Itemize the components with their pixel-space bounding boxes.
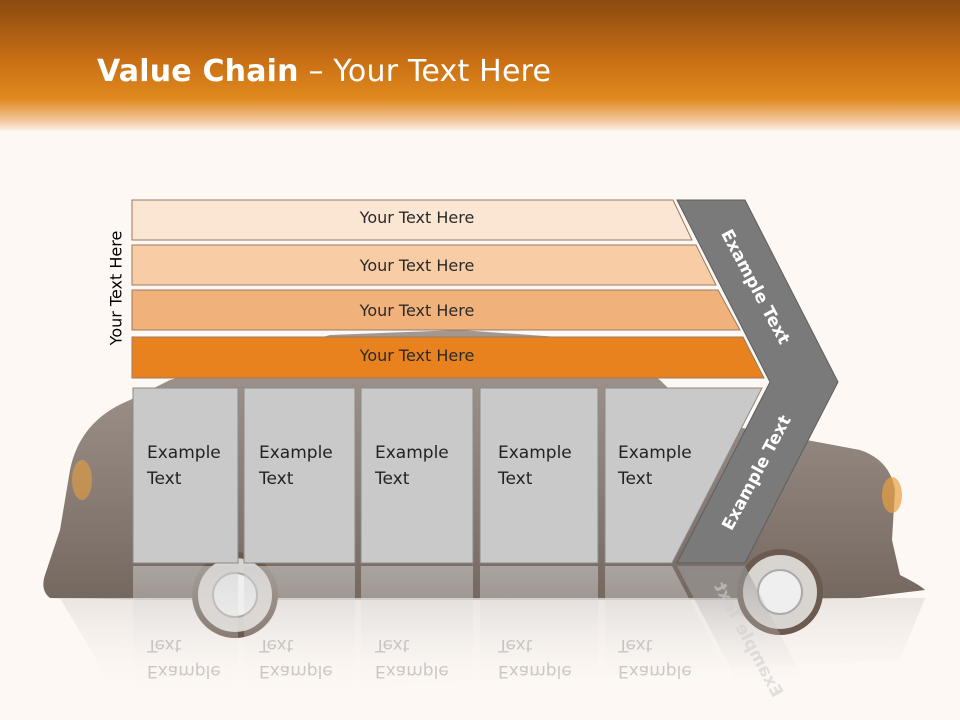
- box-5-reflection: [605, 566, 740, 696]
- box-5-refl-line1: Example: [618, 661, 692, 681]
- box-3-refl-line1: Example: [375, 661, 449, 681]
- box-3-refl-line2: Text: [375, 635, 410, 655]
- band-1: [131, 199, 693, 241]
- box-5-line2: Text: [618, 469, 653, 489]
- box-1-reflection: [133, 566, 238, 696]
- page-title: Value Chain – Your Text Here: [97, 54, 551, 89]
- box-2-line2: Text: [259, 469, 294, 489]
- band-1-text: Your Text Here: [359, 208, 475, 227]
- box-1-refl-line1: Example: [147, 661, 221, 681]
- box-2-reflection: [244, 566, 355, 696]
- title-rest: – Your Text Here: [298, 54, 552, 89]
- box-2-line1: Example: [259, 443, 333, 463]
- box-3-line2: Text: [375, 469, 410, 489]
- box-2-text-reflection: Example Text: [259, 632, 333, 684]
- box-1-refl-line2: Text: [147, 635, 182, 655]
- box-3-reflection: [361, 566, 473, 696]
- band-2: [131, 244, 717, 286]
- box-4-line2: Text: [498, 469, 533, 489]
- box-5-refl-line2: Text: [618, 635, 653, 655]
- box-4-refl-line2: Text: [498, 635, 533, 655]
- header-banner: [0, 0, 960, 132]
- box-2-refl-line1: Example: [259, 661, 333, 681]
- chevron-reflection: [677, 566, 812, 696]
- box-3: [360, 387, 474, 564]
- box-1-line2: Text: [147, 469, 182, 489]
- box-5-text-reflection: Example Text: [618, 632, 692, 684]
- band-3: [131, 289, 741, 331]
- box-4-refl-line1: Example: [498, 661, 572, 681]
- title-bold: Value Chain: [97, 54, 299, 89]
- box-5: [604, 387, 763, 564]
- box-3-line1: Example: [375, 443, 449, 463]
- box-1-line1: Example: [147, 443, 221, 463]
- box-2-refl-line2: Text: [259, 635, 294, 655]
- box-2: [243, 387, 356, 564]
- band-4-text: Your Text Here: [359, 346, 475, 365]
- chevron-arrow: [676, 199, 839, 564]
- box-4-line1: Example: [498, 443, 572, 463]
- box-1: [132, 387, 239, 564]
- band-2-text: Your Text Here: [359, 256, 475, 275]
- box-4-text-reflection: Example Text: [498, 632, 572, 684]
- band-3-text: Your Text Here: [359, 301, 475, 320]
- box-1-text-reflection: Example Text: [147, 632, 221, 684]
- box-4: [479, 387, 599, 564]
- box-4-reflection: [480, 566, 598, 696]
- box-5-line1: Example: [618, 443, 692, 463]
- box-3-text-reflection: Example Text: [375, 632, 449, 684]
- band-4: [131, 336, 765, 379]
